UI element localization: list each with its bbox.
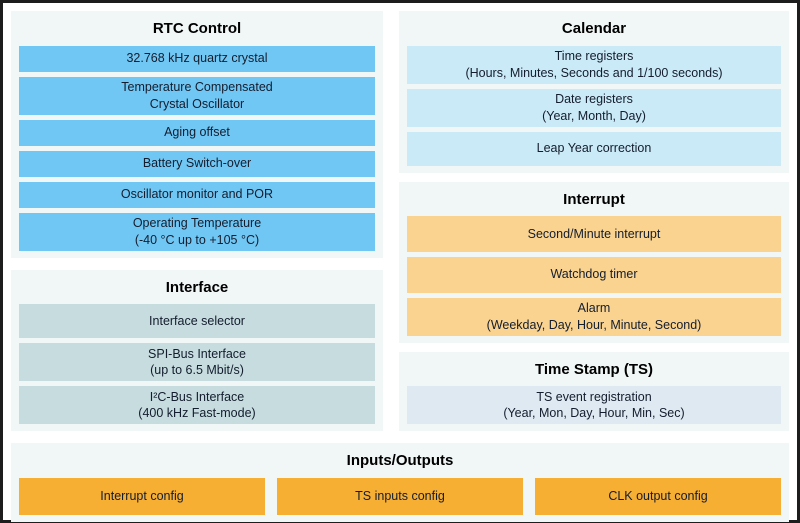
panel-title-calendar: Calendar <box>561 20 627 37</box>
panel-rtc-control: RTC Control 32.768 kHz quartz crystal Te… <box>11 11 383 258</box>
box-interface-selector: Interface selector <box>19 304 375 338</box>
panel-inputs-outputs: Inputs/Outputs Interrupt config TS input… <box>11 443 789 522</box>
panel-title-interface: Interface <box>165 278 229 296</box>
box-interrupt-config: Interrupt config <box>19 477 265 515</box>
box-date-registers: Date registers (Year, Month, Day) <box>407 88 781 127</box>
panel-time-stamp: Time Stamp (TS) TS event registration (Y… <box>399 351 789 431</box>
top-row: RTC Control 32.768 kHz quartz crystal Te… <box>11 11 789 431</box>
box-ts-event-registration: TS event registration (Year, Mon, Day, H… <box>407 386 781 424</box>
box-second-minute-interrupt: Second/Minute interrupt <box>407 216 781 252</box>
box-oscillator-monitor-por: Oscillator monitor and POR <box>19 181 375 208</box>
box-time-registers: Time registers (Hours, Minutes, Seconds … <box>407 45 781 84</box>
box-watchdog-timer: Watchdog timer <box>407 256 781 293</box>
panel-title-time-stamp: Time Stamp (TS) <box>534 360 654 378</box>
panel-interface: Interface Interface selector SPI-Bus Int… <box>11 269 383 431</box>
box-battery-switch-over: Battery Switch-over <box>19 150 375 177</box>
panel-title-inputs-outputs: Inputs/Outputs <box>346 452 454 469</box>
box-quartz-crystal: 32.768 kHz quartz crystal <box>19 45 375 72</box>
left-column: RTC Control 32.768 kHz quartz crystal Te… <box>11 11 383 431</box>
right-column: Calendar Time registers (Hours, Minutes,… <box>399 11 789 431</box>
panel-title-rtc-control: RTC Control <box>152 20 242 37</box>
box-spi-bus-interface: SPI-Bus Interface (up to 6.5 Mbit/s) <box>19 343 375 381</box>
box-operating-temperature: Operating Temperature (-40 °C up to +105… <box>19 212 375 251</box>
box-leap-year-correction: Leap Year correction <box>407 131 781 166</box>
panel-interrupt: Interrupt Second/Minute interrupt Watchd… <box>399 181 789 343</box>
panel-title-interrupt: Interrupt <box>563 190 625 208</box>
box-tcxo: Temperature Compensated Crystal Oscillat… <box>19 76 375 115</box>
box-i2c-bus-interface: I²C-Bus Interface (400 kHz Fast-mode) <box>19 386 375 424</box>
panel-calendar: Calendar Time registers (Hours, Minutes,… <box>399 11 789 173</box>
box-clk-output-config: CLK output config <box>535 477 781 515</box>
box-aging-offset: Aging offset <box>19 119 375 146</box>
box-alarm: Alarm (Weekday, Day, Hour, Minute, Secon… <box>407 297 781 336</box>
io-row: Interrupt config TS inputs config CLK ou… <box>19 477 781 515</box>
box-ts-inputs-config: TS inputs config <box>277 477 523 515</box>
